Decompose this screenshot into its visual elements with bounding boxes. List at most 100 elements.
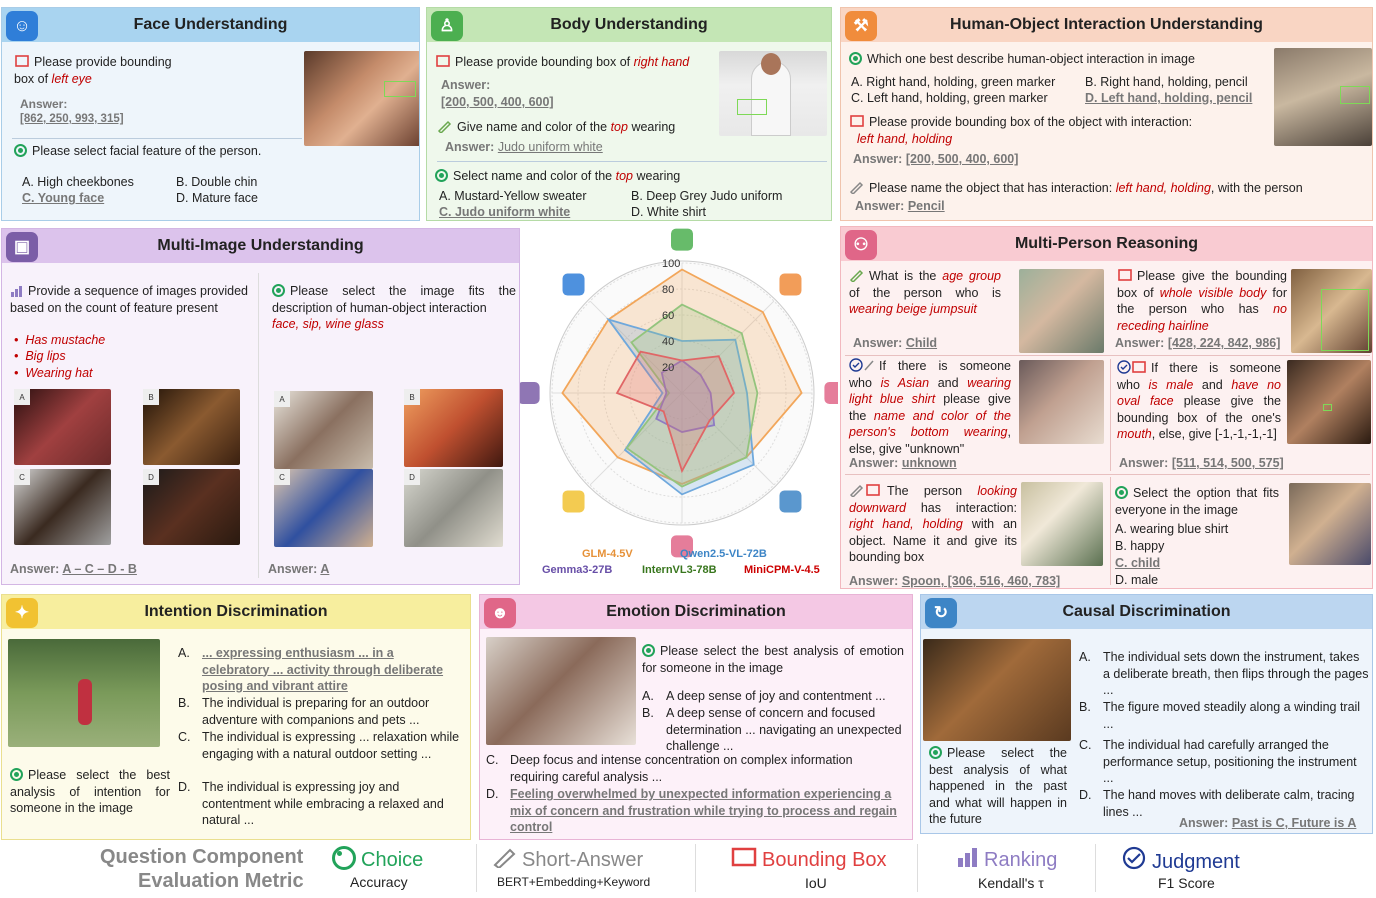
question-choice: Please select the best analysis of inten… <box>10 768 170 815</box>
option-c: The individual is expressing ... relaxat… <box>202 730 460 761</box>
legend-gemma: Gemma3-27B <box>542 564 613 576</box>
answer-row: Answer: [428, 224, 842, 986] <box>1115 336 1281 350</box>
option-a: A. Right hand, holding, green marker <box>851 75 1056 89</box>
hoi-panel: ⚒ Human-Object Interaction Understanding… <box>840 7 1373 221</box>
radar-spoke <box>589 392 683 486</box>
image-c: C <box>274 469 373 547</box>
image-d: D <box>143 469 240 545</box>
option-d-correct: D. Left hand, holding, pencil <box>1085 91 1253 105</box>
option-letter: A. <box>642 689 654 703</box>
question-short: Give name and color of the top wearing <box>437 119 675 136</box>
feature-item: • Big lips <box>14 349 66 363</box>
intention-panel: ✦ Intention Discrimination Please select… <box>1 594 471 840</box>
choice-icon <box>435 169 448 182</box>
option-letter: B. <box>178 696 190 710</box>
question-choice: Which one best describe human-object int… <box>849 51 1195 68</box>
question-choice: Please select the image fits the descrip… <box>272 284 516 331</box>
legend-choice: Choice <box>332 846 423 872</box>
option-a: The individual sets down the instrument,… <box>1103 650 1369 697</box>
separator <box>437 161 827 162</box>
panel-header: ⚇ Multi-Person Reasoning <box>841 227 1372 261</box>
option-letter: A. <box>1079 650 1091 664</box>
judo-photo <box>719 51 827 136</box>
women-photo <box>1019 360 1104 444</box>
multi-person-panel: ⚇ Multi-Person Reasoning What is the age… <box>840 226 1373 589</box>
choice-icon <box>332 846 356 870</box>
option-c: Deep focus and intense concentration on … <box>510 753 853 784</box>
question-component-label: Question Component <box>100 846 304 868</box>
choice-icon <box>642 644 655 657</box>
separator <box>845 355 1370 356</box>
answer-value: [200, 500, 400, 600] <box>441 95 554 109</box>
option-d: The individual is expressing joy and con… <box>202 780 444 827</box>
radar-spoke <box>681 392 775 486</box>
footer-legend: Question Component Evaluation Metric Cho… <box>0 842 1376 898</box>
radar-tick-label: 40 <box>662 336 674 348</box>
option-letter: C. <box>486 753 499 767</box>
selfie-photo <box>1289 483 1371 565</box>
right-hand-box <box>737 99 767 115</box>
option-letter: D. <box>1079 788 1092 802</box>
causal-axis-icon <box>779 490 802 513</box>
option-b: B. Deep Grey Judo uniform <box>631 189 783 203</box>
option-a: A deep sense of joy and contentment ... <box>666 689 886 703</box>
body-box <box>1321 289 1369 351</box>
option-d: The hand moves with deliberate calm, tra… <box>1103 788 1355 819</box>
footer-divider <box>917 844 918 892</box>
question-choice: Please select the best analysis of what … <box>929 746 1067 826</box>
question-bbox: The person looking downward has interact… <box>849 484 1018 564</box>
option-d: D. White shirt <box>631 205 707 219</box>
option-c-correct: C. child <box>1115 556 1161 570</box>
ranking-icon <box>958 848 977 867</box>
judgment-icon <box>849 358 874 372</box>
panel-header: ☻ Emotion Discrimination <box>480 595 912 629</box>
option-a: A. High cheekbones <box>22 175 134 189</box>
option-d: D. Mature face <box>176 191 258 205</box>
radar-tick-label: 80 <box>662 284 674 296</box>
interaction-icon: ⚒ <box>845 11 877 41</box>
answer-row: Answer: unknown <box>849 456 957 470</box>
body-axis-icon <box>671 228 693 251</box>
option-c: The individual had carefully arranged th… <box>1103 738 1357 785</box>
question-bbox: Please provide bounding box of the objec… <box>849 114 1249 147</box>
answer-label: Answer: <box>20 97 68 111</box>
pencil-icon <box>849 181 864 194</box>
metric-accuracy: Accuracy <box>350 874 408 890</box>
answer-label: Answer: <box>441 78 491 92</box>
hoi-photo <box>1274 48 1372 146</box>
emotion-axis-icon <box>671 535 693 558</box>
radar-series-MiniCPM-V-4.5 <box>615 350 736 474</box>
separator <box>12 138 302 139</box>
radar-series-Qwen2.5-VL-72B <box>606 317 755 496</box>
option-letter: B. <box>642 706 654 720</box>
answer-row: Answer: [511, 514, 500, 575] <box>1119 456 1284 470</box>
bounding-box-icon <box>1118 269 1132 281</box>
panel-title: Body Understanding <box>550 16 708 33</box>
panel-title: Emotion Discrimination <box>606 603 786 620</box>
option-d: D. male <box>1115 573 1159 587</box>
radar-tick-label: 100 <box>662 258 680 270</box>
option-c-correct: C. Judo uniform white <box>439 205 571 219</box>
option-b: A deep sense of concern and focused dete… <box>666 706 902 753</box>
choice-icon <box>14 144 27 157</box>
choice-icon <box>10 768 23 781</box>
option-a: A. Mustard-Yellow sweater <box>439 189 587 203</box>
feature-item: • Wearing hat <box>14 366 93 380</box>
question-choice: Please select facial feature of the pers… <box>14 143 261 160</box>
option-b: B. Double chin <box>176 175 258 189</box>
face-icon: ☺ <box>6 11 38 41</box>
option-b: B. happy <box>1115 539 1165 553</box>
option-d-correct: Feeling overwhelmed by unexpected inform… <box>510 787 897 834</box>
answer-row: Answer: Past is C, Future is A <box>1179 816 1357 830</box>
face-understanding-panel: ☺ Face Understanding Please provide boun… <box>1 7 420 221</box>
group-photo <box>1019 269 1104 353</box>
option-letter: C. <box>178 730 191 744</box>
option-letter: D. <box>178 780 191 794</box>
person-figure <box>78 679 92 725</box>
legend-glm: GLM-4.5V <box>582 548 633 560</box>
lying-woman-photo <box>486 637 636 745</box>
legend-judgment: Judgment <box>1122 846 1240 874</box>
vertical-divider <box>258 273 259 578</box>
